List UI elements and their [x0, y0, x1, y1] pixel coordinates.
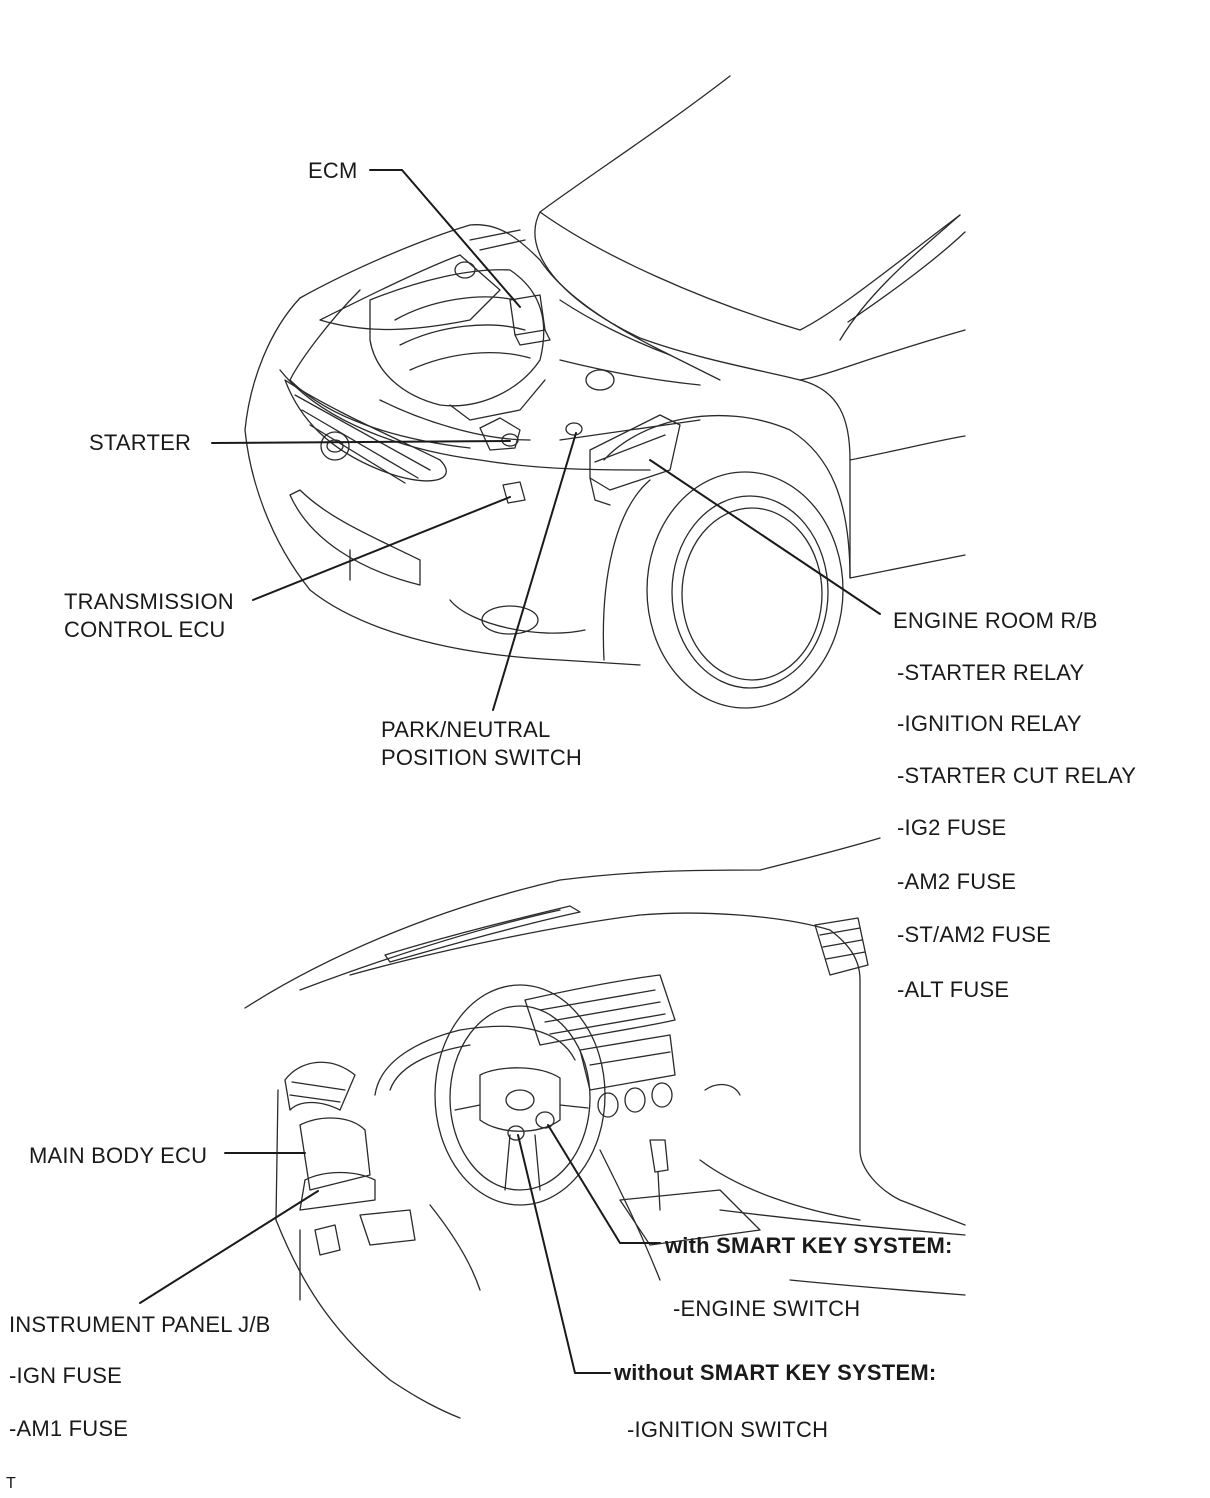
label-park-neutral-line1: PARK/NEUTRAL: [381, 717, 551, 742]
label-engine-room-rb: ENGINE ROOM R/B: [893, 608, 1098, 633]
label-transmission-ecu-line2: CONTROL ECU: [64, 617, 226, 642]
leader-transmission-ecu: [252, 496, 511, 601]
leader-smart-key: [547, 1124, 661, 1244]
label-transmission-ecu-line1: TRANSMISSION: [64, 589, 234, 614]
engine-room-item: -IGNITION RELAY: [897, 711, 1082, 736]
instrument-panel-item: -IGN FUSE: [9, 1363, 123, 1388]
label-instrument-panel-jb: INSTRUMENT PANEL J/B: [9, 1312, 271, 1337]
leader-park-neutral: [492, 432, 577, 711]
label-starter: STARTER: [89, 430, 192, 455]
label-ignition-switch: -IGNITION SWITCH: [627, 1417, 829, 1442]
engine-room-item: -AM2 FUSE: [897, 869, 1017, 894]
label-without-smart-key: without SMART KEY SYSTEM:: [614, 1360, 937, 1385]
vehicle-interior-drawing: [244, 837, 966, 1419]
engine-room-item: -ALT FUSE: [897, 977, 1010, 1002]
instrument-panel-item: -AM1 FUSE: [9, 1416, 129, 1441]
label-ecm: ECM: [308, 158, 358, 183]
engine-room-item: -IG2 FUSE: [897, 815, 1007, 840]
leader-instrument-panel-jb: [139, 1190, 319, 1304]
label-main-body-ecu: MAIN BODY ECU: [29, 1143, 208, 1168]
label-park-neutral-line2: POSITION SWITCH: [381, 745, 582, 770]
leader-no-smart-key: [517, 1134, 611, 1374]
corner-mark: T: [6, 1475, 16, 1492]
leader-ecm: [369, 169, 521, 308]
engine-room-item: -STARTER CUT RELAY: [897, 763, 1137, 788]
label-engine-switch: -ENGINE SWITCH: [673, 1296, 861, 1321]
vehicle-front-drawing: [244, 75, 966, 709]
engine-room-item: -ST/AM2 FUSE: [897, 922, 1051, 947]
label-with-smart-key: with SMART KEY SYSTEM:: [665, 1233, 953, 1258]
leader-engine-room-rb: [649, 459, 881, 615]
engine-room-item: -STARTER RELAY: [897, 660, 1085, 685]
leader-starter: [211, 440, 511, 444]
